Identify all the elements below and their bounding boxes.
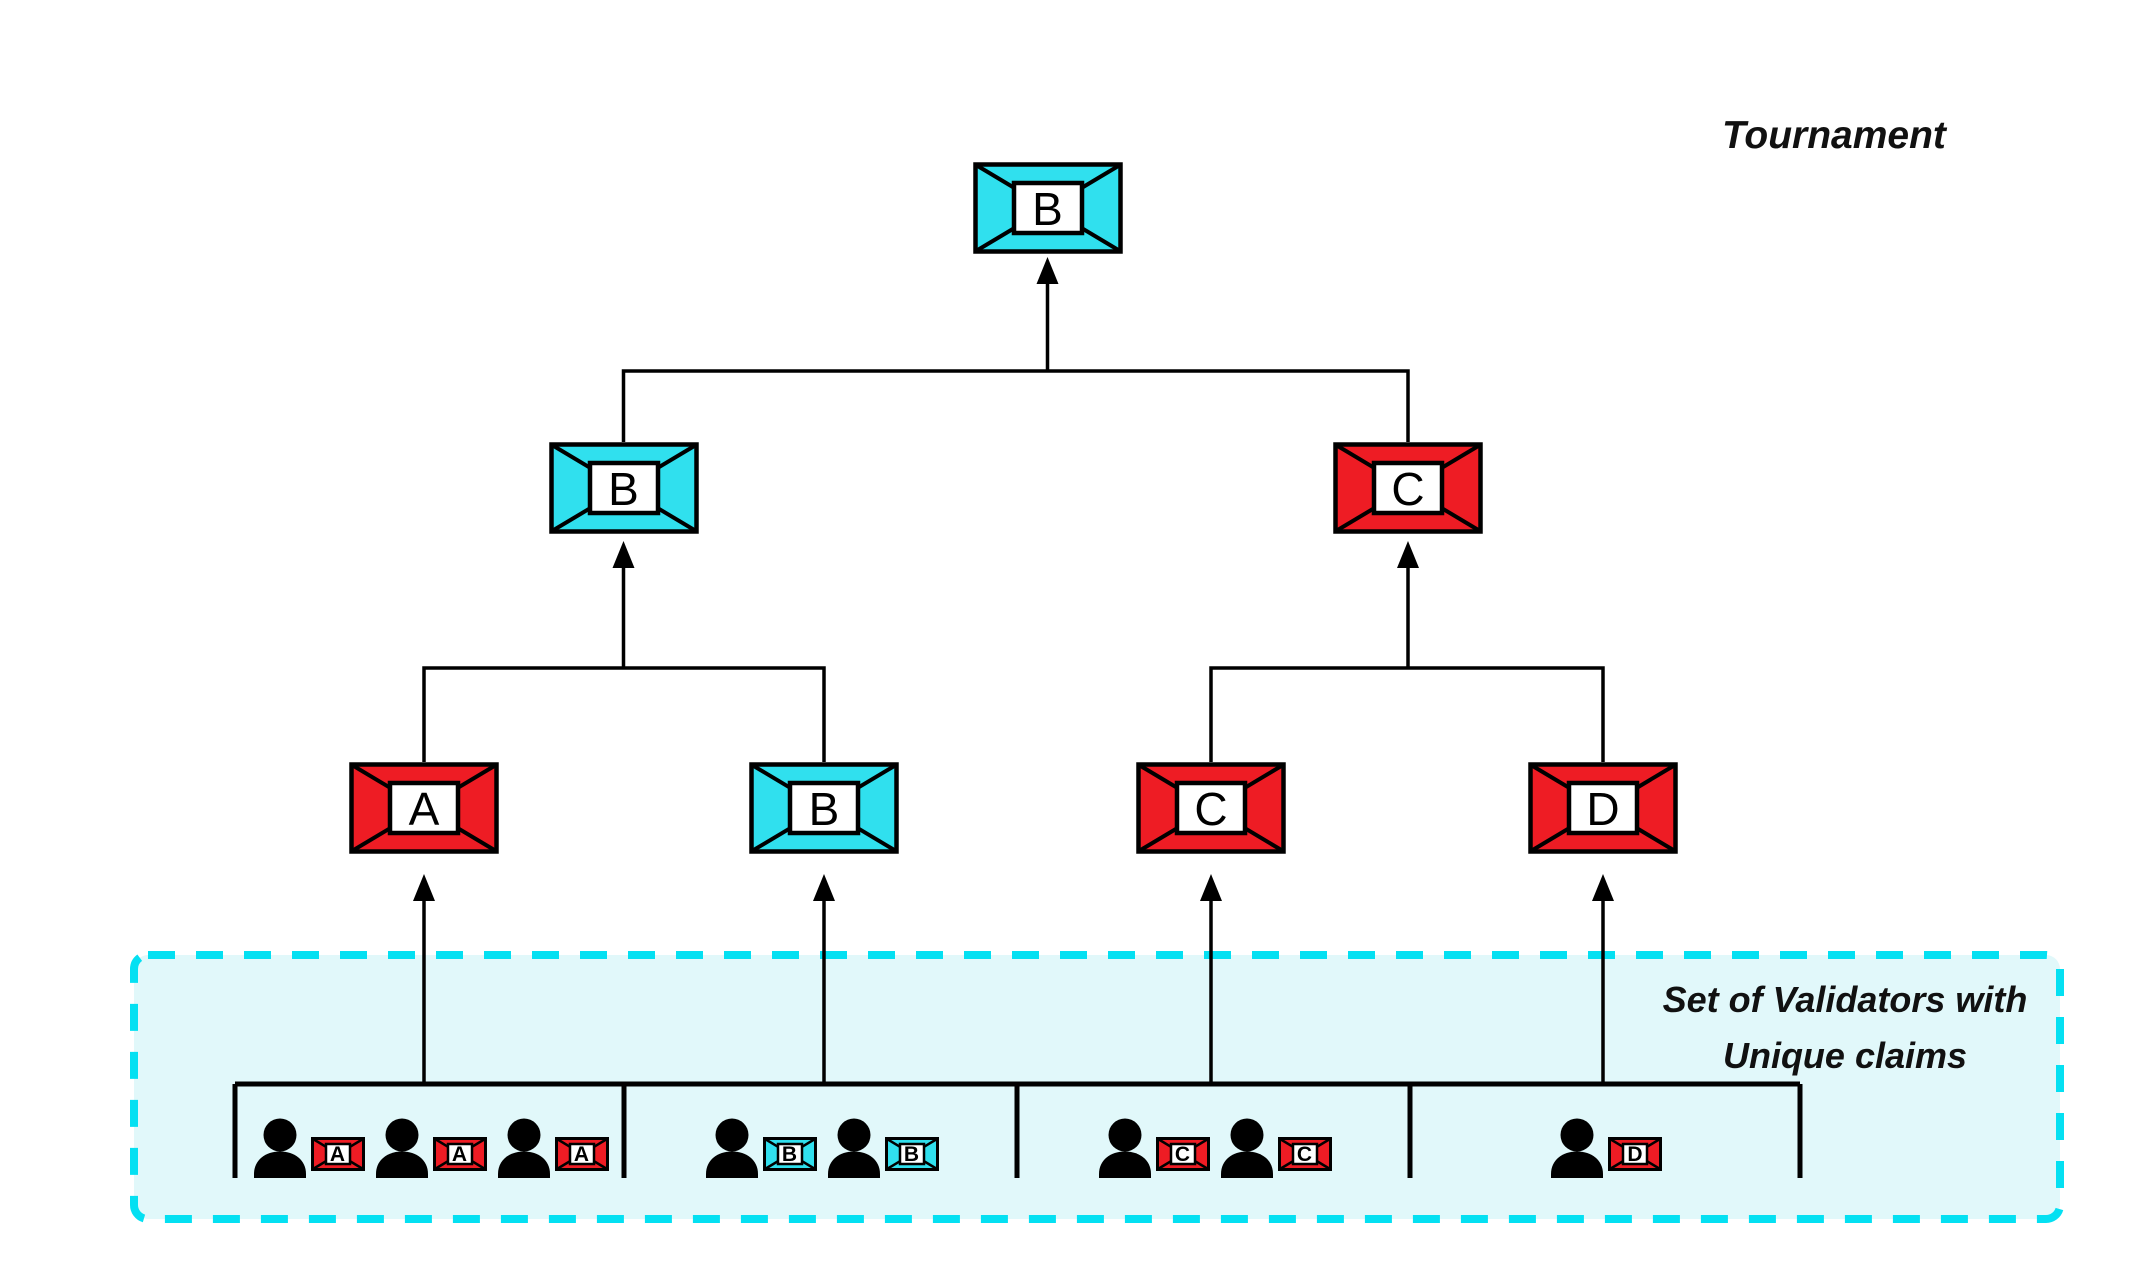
envelope-node-semifinal-B: B	[548, 442, 699, 534]
envelope-node-quarterfinal-D: D	[1528, 762, 1678, 854]
claim-badge-letter: B	[903, 1142, 920, 1166]
arrow-group-3-head	[1592, 874, 1614, 901]
mini-envelope-icon	[432, 1137, 487, 1171]
tournament-title: Tournament	[1722, 114, 1946, 157]
envelope-icon	[972, 162, 1123, 254]
envelope-icon	[749, 762, 899, 854]
claim-badge-letter: A	[329, 1142, 346, 1166]
envelope-icon	[1136, 762, 1286, 854]
mini-envelope-icon	[310, 1137, 365, 1171]
validator-with-claim: B	[825, 1118, 939, 1178]
envelope-icon	[1333, 442, 1483, 534]
mini-envelope-icon	[1608, 1137, 1662, 1171]
mini-envelope-icon	[1155, 1137, 1210, 1171]
claim-badge-letter: B	[781, 1142, 798, 1166]
person-icon	[705, 1118, 758, 1178]
person-icon	[827, 1118, 880, 1178]
envelope-node-quarterfinal-C: C	[1136, 762, 1286, 854]
envelope-claim-letter: D	[1586, 783, 1620, 835]
envelope-node-quarterfinal-B: B	[749, 762, 899, 854]
person-icon	[1551, 1118, 1603, 1178]
claim-badge-envelope: A	[432, 1137, 487, 1171]
person-icon	[375, 1118, 428, 1178]
validator-group-C: C C	[1017, 1084, 1410, 1178]
validator-group-D: D	[1410, 1084, 1800, 1178]
claim-badge-envelope: D	[1608, 1137, 1662, 1171]
claim-badge-envelope: A	[310, 1137, 365, 1171]
envelope-claim-letter: A	[408, 783, 440, 835]
mini-envelope-icon	[762, 1137, 817, 1171]
person-icon	[1220, 1118, 1273, 1178]
claim-badge-envelope: C	[1155, 1137, 1210, 1171]
envelope-claim-letter: C	[1194, 783, 1228, 835]
envelope-claim-letter: B	[1032, 183, 1063, 235]
arrow-group-0-head	[413, 874, 435, 901]
envelope-node-final: B	[972, 162, 1123, 254]
claim-badge-letter: C	[1174, 1142, 1191, 1166]
arrow-semifinal-left-head	[612, 541, 635, 568]
envelope-claim-letter: B	[808, 783, 840, 835]
mini-envelope-icon	[554, 1137, 609, 1171]
envelope-node-semifinal-C: C	[1333, 442, 1483, 534]
validator-group-A: A A A	[235, 1084, 624, 1178]
claim-badge-envelope: A	[554, 1137, 609, 1171]
claim-badge-letter: A	[451, 1142, 468, 1166]
validator-with-claim: C	[1096, 1118, 1210, 1178]
person-icon	[253, 1118, 306, 1178]
envelope-icon	[548, 442, 699, 534]
claim-badge-letter: A	[573, 1142, 590, 1166]
connector-quarter-right	[1209, 666, 1605, 762]
validators-box-label-line1: Set of Validators with	[1662, 979, 2028, 1020]
arrow-group-2-head	[1200, 874, 1222, 901]
person-icon	[497, 1118, 550, 1178]
envelope-node-quarterfinal-A: A	[349, 762, 499, 854]
arrow-group-1-head	[813, 874, 835, 901]
validator-with-claim: A	[373, 1118, 487, 1178]
envelope-claim-letter: C	[1391, 463, 1425, 515]
claim-badge-envelope: B	[762, 1137, 817, 1171]
validator-with-claim: C	[1218, 1118, 1332, 1178]
claim-badge-letter: D	[1627, 1142, 1643, 1166]
arrow-semifinal-right-head	[1397, 541, 1419, 568]
claim-badge-letter: C	[1296, 1142, 1313, 1166]
validators-box-label-line2: Unique claims	[1722, 1034, 1968, 1076]
arrow-final-head	[1036, 257, 1059, 284]
mini-envelope-icon	[1277, 1137, 1332, 1171]
validator-with-claim: A	[495, 1118, 609, 1178]
person-icon	[1098, 1118, 1151, 1178]
envelope-icon	[349, 762, 499, 854]
claim-badge-envelope: C	[1277, 1137, 1332, 1171]
envelope-icon	[1528, 762, 1678, 854]
envelope-claim-letter: B	[608, 463, 639, 515]
claim-badge-envelope: B	[884, 1137, 939, 1171]
mini-envelope-icon	[884, 1137, 939, 1171]
validator-with-claim: A	[251, 1118, 365, 1178]
validator-group-B: B B	[624, 1084, 1017, 1178]
validators-box-label: Set of Validators with Unique claims	[1620, 972, 2070, 1084]
validator-with-claim: D	[1548, 1118, 1662, 1178]
validator-with-claim: B	[703, 1118, 817, 1178]
connector-quarter-left	[422, 666, 826, 762]
connector-semifinal-to-final	[621, 369, 1410, 442]
